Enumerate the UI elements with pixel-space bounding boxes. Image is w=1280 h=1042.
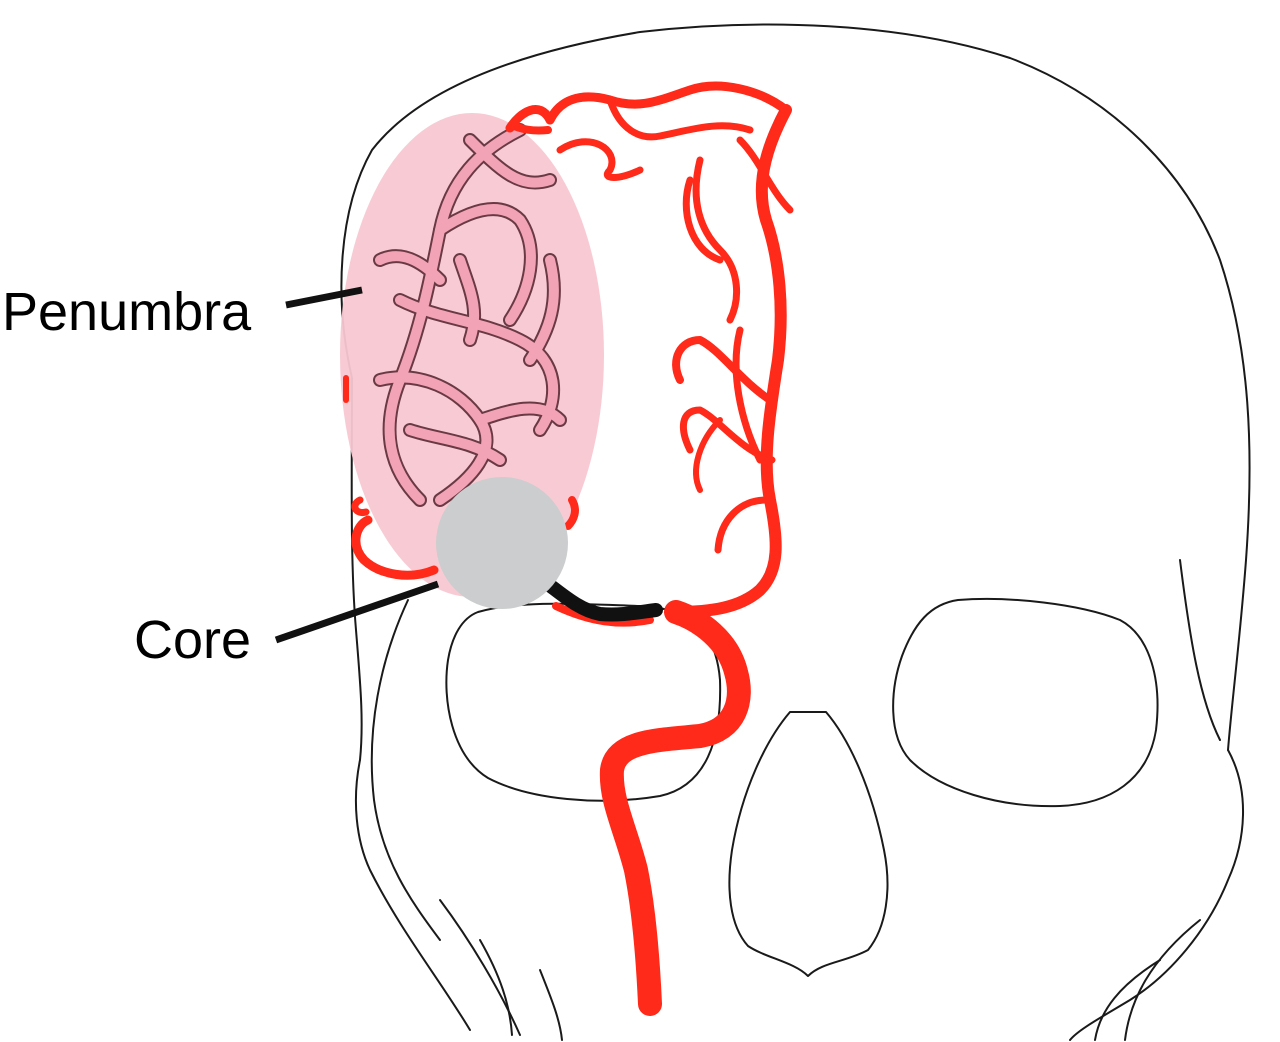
arteries	[343, 81, 794, 1016]
internal-carotid-artery	[599, 600, 751, 1016]
right-cheek-outline	[1069, 749, 1244, 1041]
artery-trunk	[670, 104, 792, 618]
occluded-artery-segment	[541, 577, 663, 622]
left-cheek-outline	[350, 377, 471, 1031]
bottom-line-left	[539, 969, 563, 1041]
left-jaw-line	[439, 899, 521, 1036]
left-orbit	[445, 602, 722, 802]
nasal-cavity	[728, 711, 889, 977]
penumbra-label: Penumbra	[2, 282, 252, 342]
right-jaw-line	[1094, 959, 1161, 1041]
core-label: Core	[134, 610, 251, 670]
left-jaw-line-2	[479, 939, 513, 1036]
cranium-outline	[340, 23, 1251, 751]
left-cheek-inner	[370, 599, 441, 941]
skull-outline	[340, 23, 1251, 1041]
penumbra-leader-line	[285, 286, 363, 309]
core-leader-line	[274, 580, 440, 644]
right-cheek-inner	[1179, 559, 1221, 741]
penumbra-vessels	[373, 123, 567, 507]
right-orbit	[892, 597, 1159, 808]
right-jaw-line-2	[1124, 919, 1201, 1041]
core-region	[436, 477, 568, 609]
